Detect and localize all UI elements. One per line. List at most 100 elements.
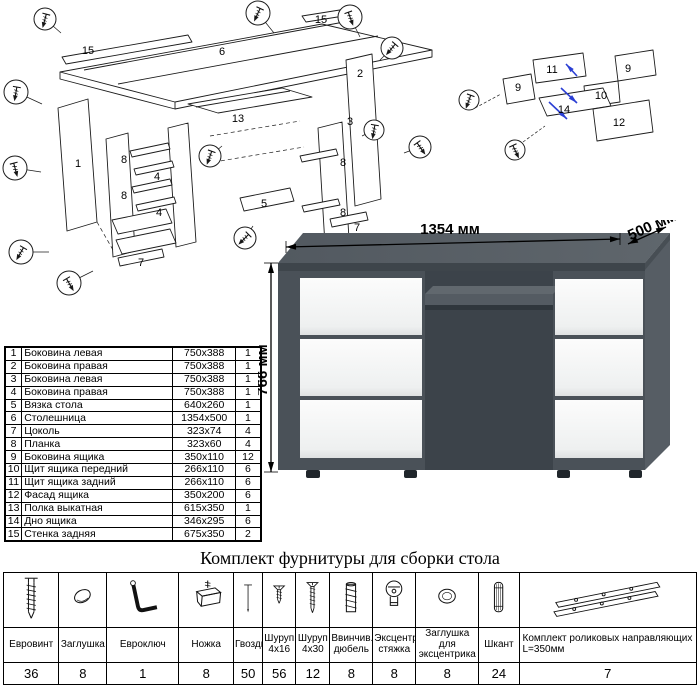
screw-callout-icon: [3, 79, 43, 105]
hardware-item-qty: 1: [106, 661, 180, 685]
hardware-item-name: Эксцентр. стяжка: [372, 627, 417, 663]
dimension-width-label: 1354 мм: [420, 221, 480, 238]
screw-callout-icon: [504, 139, 526, 161]
hardware-item-qty: 56: [262, 661, 297, 685]
drawer-front: [555, 279, 643, 335]
hardware-item-qty: 8: [329, 661, 374, 685]
guide-lines: [474, 93, 546, 143]
part-number: 9: [4, 450, 23, 465]
wood-dowel-icon: [494, 581, 504, 612]
hardware-item-name: Шкант: [478, 627, 520, 663]
part-label: 11: [546, 64, 557, 76]
hardware-item-name: Комплект роликовых направляющих L=350мм: [518, 627, 697, 663]
part-size: 640x260: [172, 398, 236, 413]
part-name: Боковина правая: [21, 385, 174, 400]
roller-slides-cell: [518, 572, 697, 628]
hardware-item-qty: 24: [478, 661, 520, 685]
part-name: Цоколь: [21, 424, 174, 439]
part-size: 323x74: [172, 424, 236, 439]
hardware-item-qty: 50: [233, 661, 264, 685]
keyboard-tray-front: [425, 294, 553, 305]
screw-callout-icon: [361, 119, 385, 141]
screw-4x16-icon: [272, 584, 286, 603]
cam-cover-icon: [438, 588, 457, 604]
part-name: Фасад ящика: [21, 488, 174, 503]
hardware-kit-title: Комплект фурнитуры для сборки стола: [200, 548, 500, 568]
part-label: 10: [595, 90, 607, 102]
part-size: 266x110: [172, 463, 236, 477]
part-name: Щит ящика задний: [21, 475, 174, 490]
hardware-item-qty: 36: [2, 661, 60, 685]
screw-callout-icon: [458, 89, 480, 111]
wood-dowel-cell: [478, 572, 520, 628]
part-number: 1: [4, 346, 23, 361]
dimension-arrows: [264, 226, 667, 473]
desk-side-right: [645, 233, 670, 470]
part-size: 350x110: [172, 450, 236, 465]
screw-callout-icon: [233, 225, 257, 250]
hardware-item-name: Евроключ: [106, 627, 180, 663]
part-size: 675x350: [172, 527, 236, 542]
drawer-facade: [592, 99, 654, 142]
fastener-callouts: [2, 0, 432, 296]
part-size: 615x350: [172, 501, 236, 516]
eurovint-cell: [2, 572, 60, 628]
hardware-item-qty: 8: [178, 661, 235, 685]
screw-callout-icon: [245, 0, 275, 34]
screw-4x30-icon: [306, 581, 320, 613]
hardware-item-qty: 8: [58, 661, 108, 685]
part-number: 13: [4, 501, 23, 516]
fastener-callouts: [458, 89, 526, 161]
part-label: 1: [75, 158, 81, 170]
part-label: 12: [613, 117, 625, 129]
screw-callout-icon: [403, 135, 432, 159]
hardware-table: ЕвровинтЗаглушкаЕвроключНожкаГвоздьШуруп…: [2, 572, 697, 685]
part-label: 8: [340, 207, 346, 219]
plug-cell: [58, 572, 108, 628]
part-size: 350x200: [172, 488, 236, 503]
hardware-item-name: Шуруп 4x16: [262, 627, 297, 663]
exploded-diagram-drawer: 11 9 9 10 14 12: [458, 49, 657, 161]
guide-lines: [96, 120, 305, 251]
part-name: Щит ящика передний: [21, 463, 174, 477]
part-label: 2: [357, 68, 363, 80]
part-label: 6: [219, 46, 225, 58]
screw-small-cell: [262, 572, 297, 628]
screw-in-dowel-icon: [345, 581, 357, 612]
screw-callout-icon: [337, 4, 363, 38]
part-label: 8: [121, 190, 127, 202]
part-number: 5: [4, 398, 23, 413]
screw-callout-icon: [198, 144, 223, 168]
screw-callout-icon: [33, 7, 62, 34]
assembly-arrows: [548, 63, 578, 120]
plug-icon: [74, 588, 92, 603]
exploded-diagram-desk: 15 6 15 2 1 13 8 4 8 4 7 3 8 8 7 5: [2, 0, 433, 296]
part-number: 11: [4, 475, 23, 490]
part-name: Планка: [21, 437, 174, 452]
part-number: 2: [4, 359, 23, 374]
part-size: 750x388: [172, 372, 236, 387]
part-label: 8: [121, 154, 127, 166]
part-label: 14: [558, 104, 570, 116]
drawer-front: [300, 400, 422, 458]
part-label: 3: [347, 116, 353, 128]
part-name: Боковина левая: [21, 346, 174, 361]
back-panel-left: [61, 34, 193, 65]
desk-render: 1354 мм 500 мм 766 мм: [258, 220, 679, 478]
desk-body: [278, 233, 670, 478]
part-label: 5: [261, 198, 267, 210]
desk-tie-panel: [239, 187, 295, 212]
part-size: 346x295: [172, 514, 236, 529]
leg-icon: [195, 580, 223, 607]
hardware-item-qty: 8: [415, 661, 480, 685]
